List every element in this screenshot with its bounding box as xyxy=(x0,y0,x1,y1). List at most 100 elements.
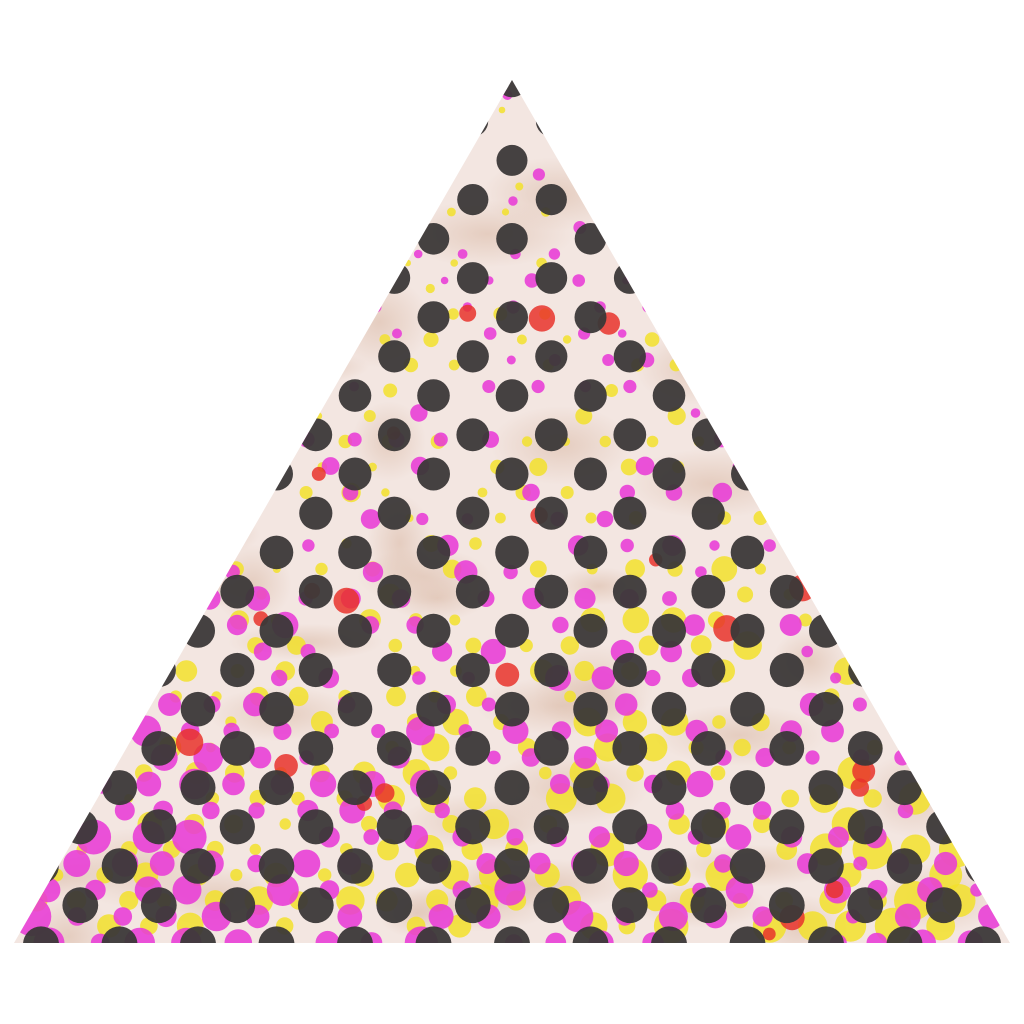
dark-dot xyxy=(691,574,726,609)
dark-dot xyxy=(808,926,844,943)
dark-dot xyxy=(652,535,686,570)
magenta-dot xyxy=(531,379,545,394)
dark-dot xyxy=(651,770,687,806)
dark-dot xyxy=(338,457,372,491)
magenta-dot xyxy=(550,774,570,794)
dark-dot xyxy=(613,496,647,530)
dark-dot xyxy=(847,731,883,766)
magenta-dot xyxy=(548,248,561,260)
magenta-dot xyxy=(360,509,381,529)
yellow-dot xyxy=(315,562,328,576)
red-overlap-dot xyxy=(175,728,204,756)
magenta-dot xyxy=(574,587,596,610)
dark-dot xyxy=(455,574,490,609)
magenta-dot xyxy=(428,904,454,929)
magenta-dot xyxy=(222,772,245,796)
yellow-dot xyxy=(562,335,572,344)
dark-dot xyxy=(731,457,764,491)
yellow-dot xyxy=(712,715,726,729)
magenta-dot xyxy=(292,849,321,878)
yellow-dot xyxy=(501,208,510,216)
dark-dot xyxy=(298,652,333,688)
yellow-dot xyxy=(464,787,487,810)
magenta-dot xyxy=(934,851,958,876)
dark-dot xyxy=(378,262,411,294)
magenta-dot xyxy=(897,802,914,819)
dark-dot xyxy=(180,848,216,884)
yellow-dot xyxy=(516,334,527,345)
yellow-dot xyxy=(288,686,309,707)
magenta-dot xyxy=(725,824,752,850)
yellow-dot xyxy=(733,738,751,757)
dark-dot xyxy=(181,613,215,648)
magenta-dot xyxy=(752,801,772,820)
dark-dot xyxy=(651,848,687,884)
yellow-dot xyxy=(521,436,533,447)
magenta-dot xyxy=(480,638,506,665)
dark-dot xyxy=(690,731,726,766)
dark-dot xyxy=(847,887,884,924)
magenta-dot xyxy=(273,721,292,741)
magenta-dot xyxy=(410,404,428,422)
dark-dot xyxy=(572,848,609,884)
dark-dot xyxy=(259,691,294,727)
dark-dot xyxy=(494,770,530,806)
dark-dot xyxy=(454,887,491,924)
dark-dot xyxy=(417,301,450,334)
dark-dot xyxy=(416,691,451,727)
dark-dot xyxy=(533,887,570,924)
yellow-dot xyxy=(539,766,552,780)
dark-dot xyxy=(259,613,294,648)
magenta-dot xyxy=(662,591,677,606)
dark-dot xyxy=(652,613,686,648)
dark-dot xyxy=(299,496,333,530)
magenta-dot xyxy=(595,719,619,743)
dark-dot xyxy=(260,457,293,491)
yellow-dot xyxy=(638,635,659,656)
dark-dot xyxy=(965,848,1001,884)
dark-dot xyxy=(494,848,530,884)
dark-dot xyxy=(140,887,177,924)
dark-dot xyxy=(415,848,452,884)
dark-dot xyxy=(377,574,412,609)
dark-dot xyxy=(337,848,373,884)
magenta-dot xyxy=(894,903,921,930)
magenta-dot xyxy=(572,274,585,287)
yellow-dot xyxy=(383,383,398,398)
dark-dot xyxy=(338,379,372,412)
yellow-dot xyxy=(753,814,772,834)
yellow-dot xyxy=(529,458,548,476)
yellow-dot xyxy=(447,308,459,320)
magenta-dot xyxy=(248,802,265,819)
dark-dot xyxy=(259,535,294,570)
yellow-dot xyxy=(498,106,506,114)
magenta-dot xyxy=(686,770,714,798)
red-overlap-dot xyxy=(825,880,844,899)
magenta-dot xyxy=(712,482,733,503)
magenta-dot xyxy=(801,645,813,658)
dark-dot xyxy=(337,691,373,727)
yellow-dot xyxy=(318,868,332,882)
yellow-dot xyxy=(515,182,524,191)
magenta-dot xyxy=(486,750,501,765)
dark-dot xyxy=(495,379,529,412)
dark-dot xyxy=(494,691,530,727)
dark-dot xyxy=(220,574,255,609)
dark-dot xyxy=(535,184,567,216)
yellow-dot xyxy=(585,512,597,524)
yellow-dot xyxy=(599,435,611,448)
magenta-dot xyxy=(714,854,733,873)
dark-dot xyxy=(808,848,844,884)
yellow-dot xyxy=(574,660,595,682)
magenta-dot xyxy=(35,877,61,903)
yellow-dot xyxy=(448,359,460,371)
dark-dot xyxy=(377,418,411,452)
magenta-dot xyxy=(482,380,496,393)
dark-dot xyxy=(730,770,765,806)
dark-dot xyxy=(690,887,727,924)
dark-dot xyxy=(847,809,883,845)
dark-dot xyxy=(141,809,177,845)
yellow-dot xyxy=(620,458,638,476)
magenta-dot xyxy=(562,900,594,933)
